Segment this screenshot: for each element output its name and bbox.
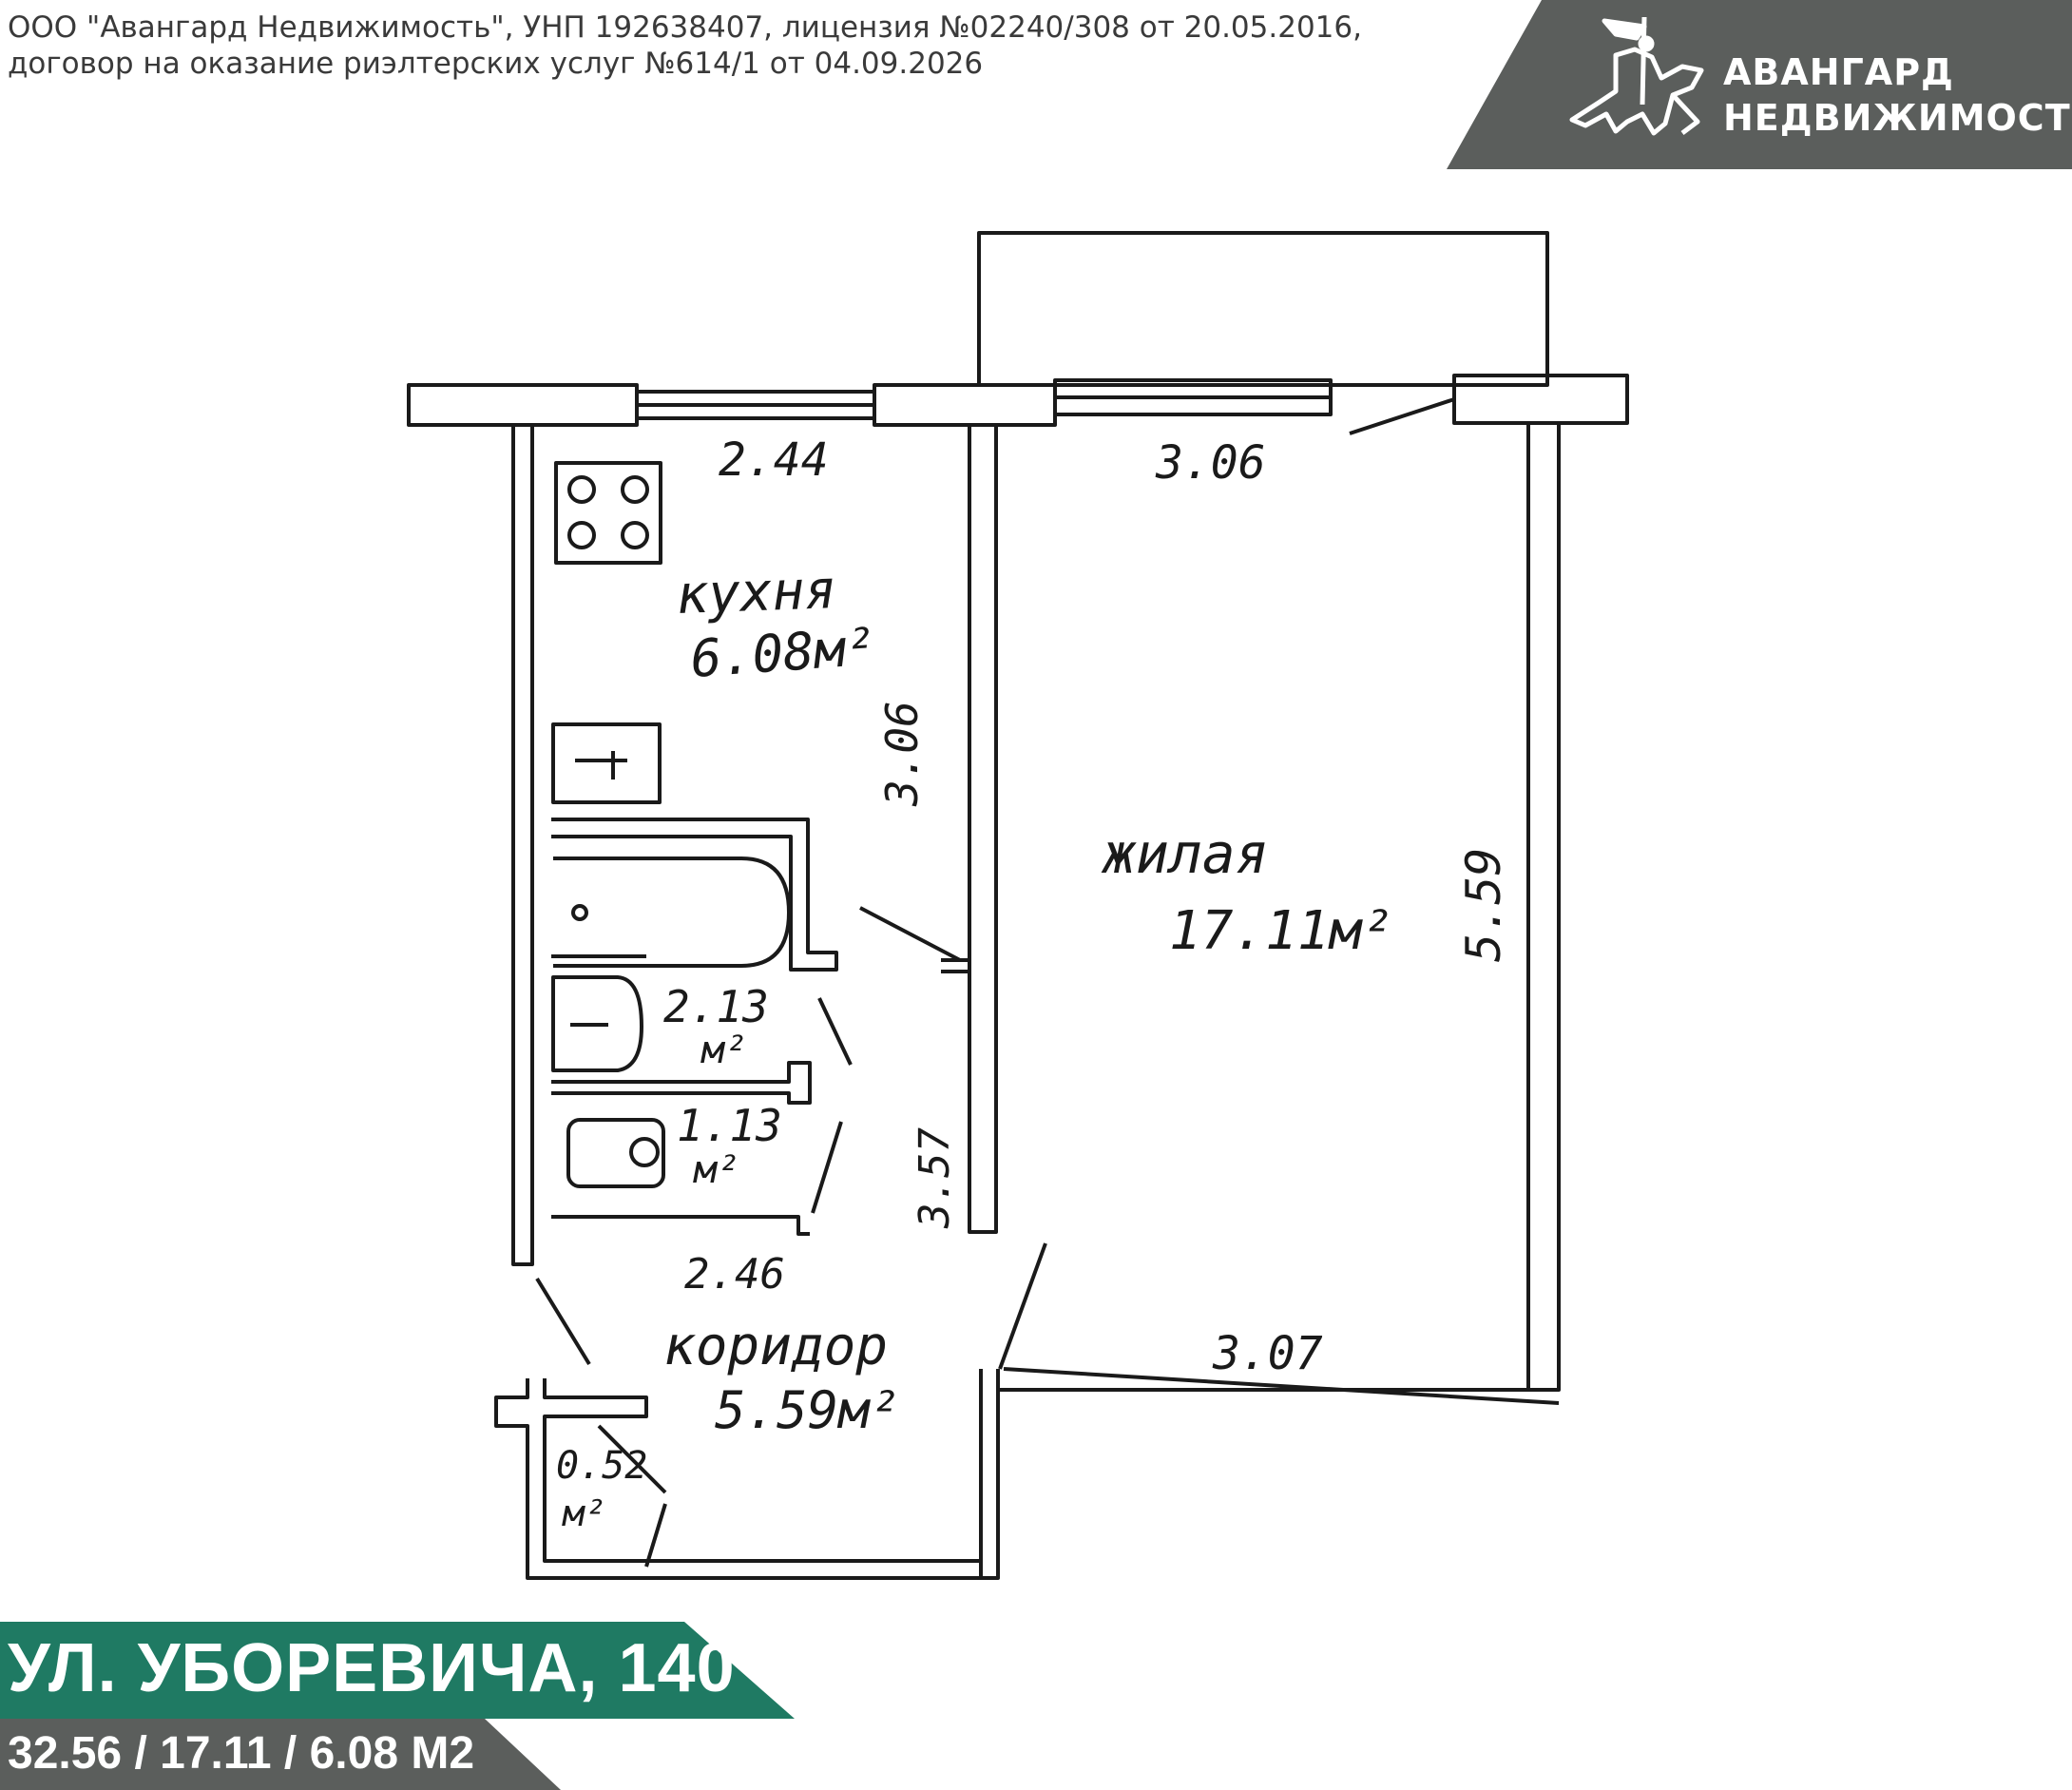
corridor-label: коридор	[663, 1316, 888, 1377]
living-area: 17.11м²	[1169, 900, 1393, 962]
top-wall-mid	[873, 383, 1057, 427]
toilet-unit: м²	[693, 1148, 739, 1192]
dim-kitchen-width: 2.44	[719, 433, 829, 487]
washbasin	[551, 975, 643, 1072]
dim-living-width-top: 3.06	[1155, 436, 1266, 490]
corridor-area: 5.59м²	[715, 1380, 900, 1440]
brand-name-line-1: АВАНГАРД	[1723, 51, 1954, 93]
kitchen-sink	[551, 722, 662, 804]
dim-living-width-bottom: 3.07	[1212, 1327, 1323, 1380]
disclaimer-line-1: ООО "Авангард Недвижимость", УНП 1926384…	[8, 10, 1362, 45]
disclaimer: ООО "Авангард Недвижимость", УНП 1926384…	[8, 10, 1362, 82]
bathroom-unit: м²	[700, 1029, 747, 1072]
toilet-bowl	[566, 1118, 665, 1188]
top-wall-right	[1452, 374, 1629, 425]
brand-name-line-2: НЕДВИЖИМОСТЬ	[1723, 97, 2072, 139]
stove	[554, 461, 662, 565]
dim-kitchen-length: 3.06	[876, 701, 928, 807]
bathroom-area: 2.13	[663, 981, 769, 1032]
dim-bath-width: 2.46	[684, 1250, 785, 1299]
area-summary: 32.56 / 17.11 / 6.08 М2	[8, 1728, 475, 1779]
bathtub	[553, 857, 791, 968]
kitchen-label: кухня	[675, 559, 837, 626]
balcony	[977, 231, 1549, 387]
address-title: УЛ. УБОРЕВИЧА, 140	[8, 1630, 736, 1706]
brand-name: АВАНГАРД НЕДВИЖИМОСТЬ	[1723, 49, 2072, 141]
living-label: жилая	[1101, 821, 1269, 886]
closet-area: 0.52	[556, 1444, 647, 1488]
kitchen-area: 6.08м²	[689, 617, 878, 689]
disclaimer-line-2: договор на оказание риэлтерских услуг №6…	[8, 47, 984, 81]
dim-living-length: 5.59	[1456, 848, 1511, 962]
closet-unit: м²	[562, 1492, 606, 1534]
dim-corridor-length: 3.57	[911, 1127, 959, 1229]
top-wall-left	[407, 383, 639, 427]
toilet-area: 1.13	[677, 1100, 782, 1151]
